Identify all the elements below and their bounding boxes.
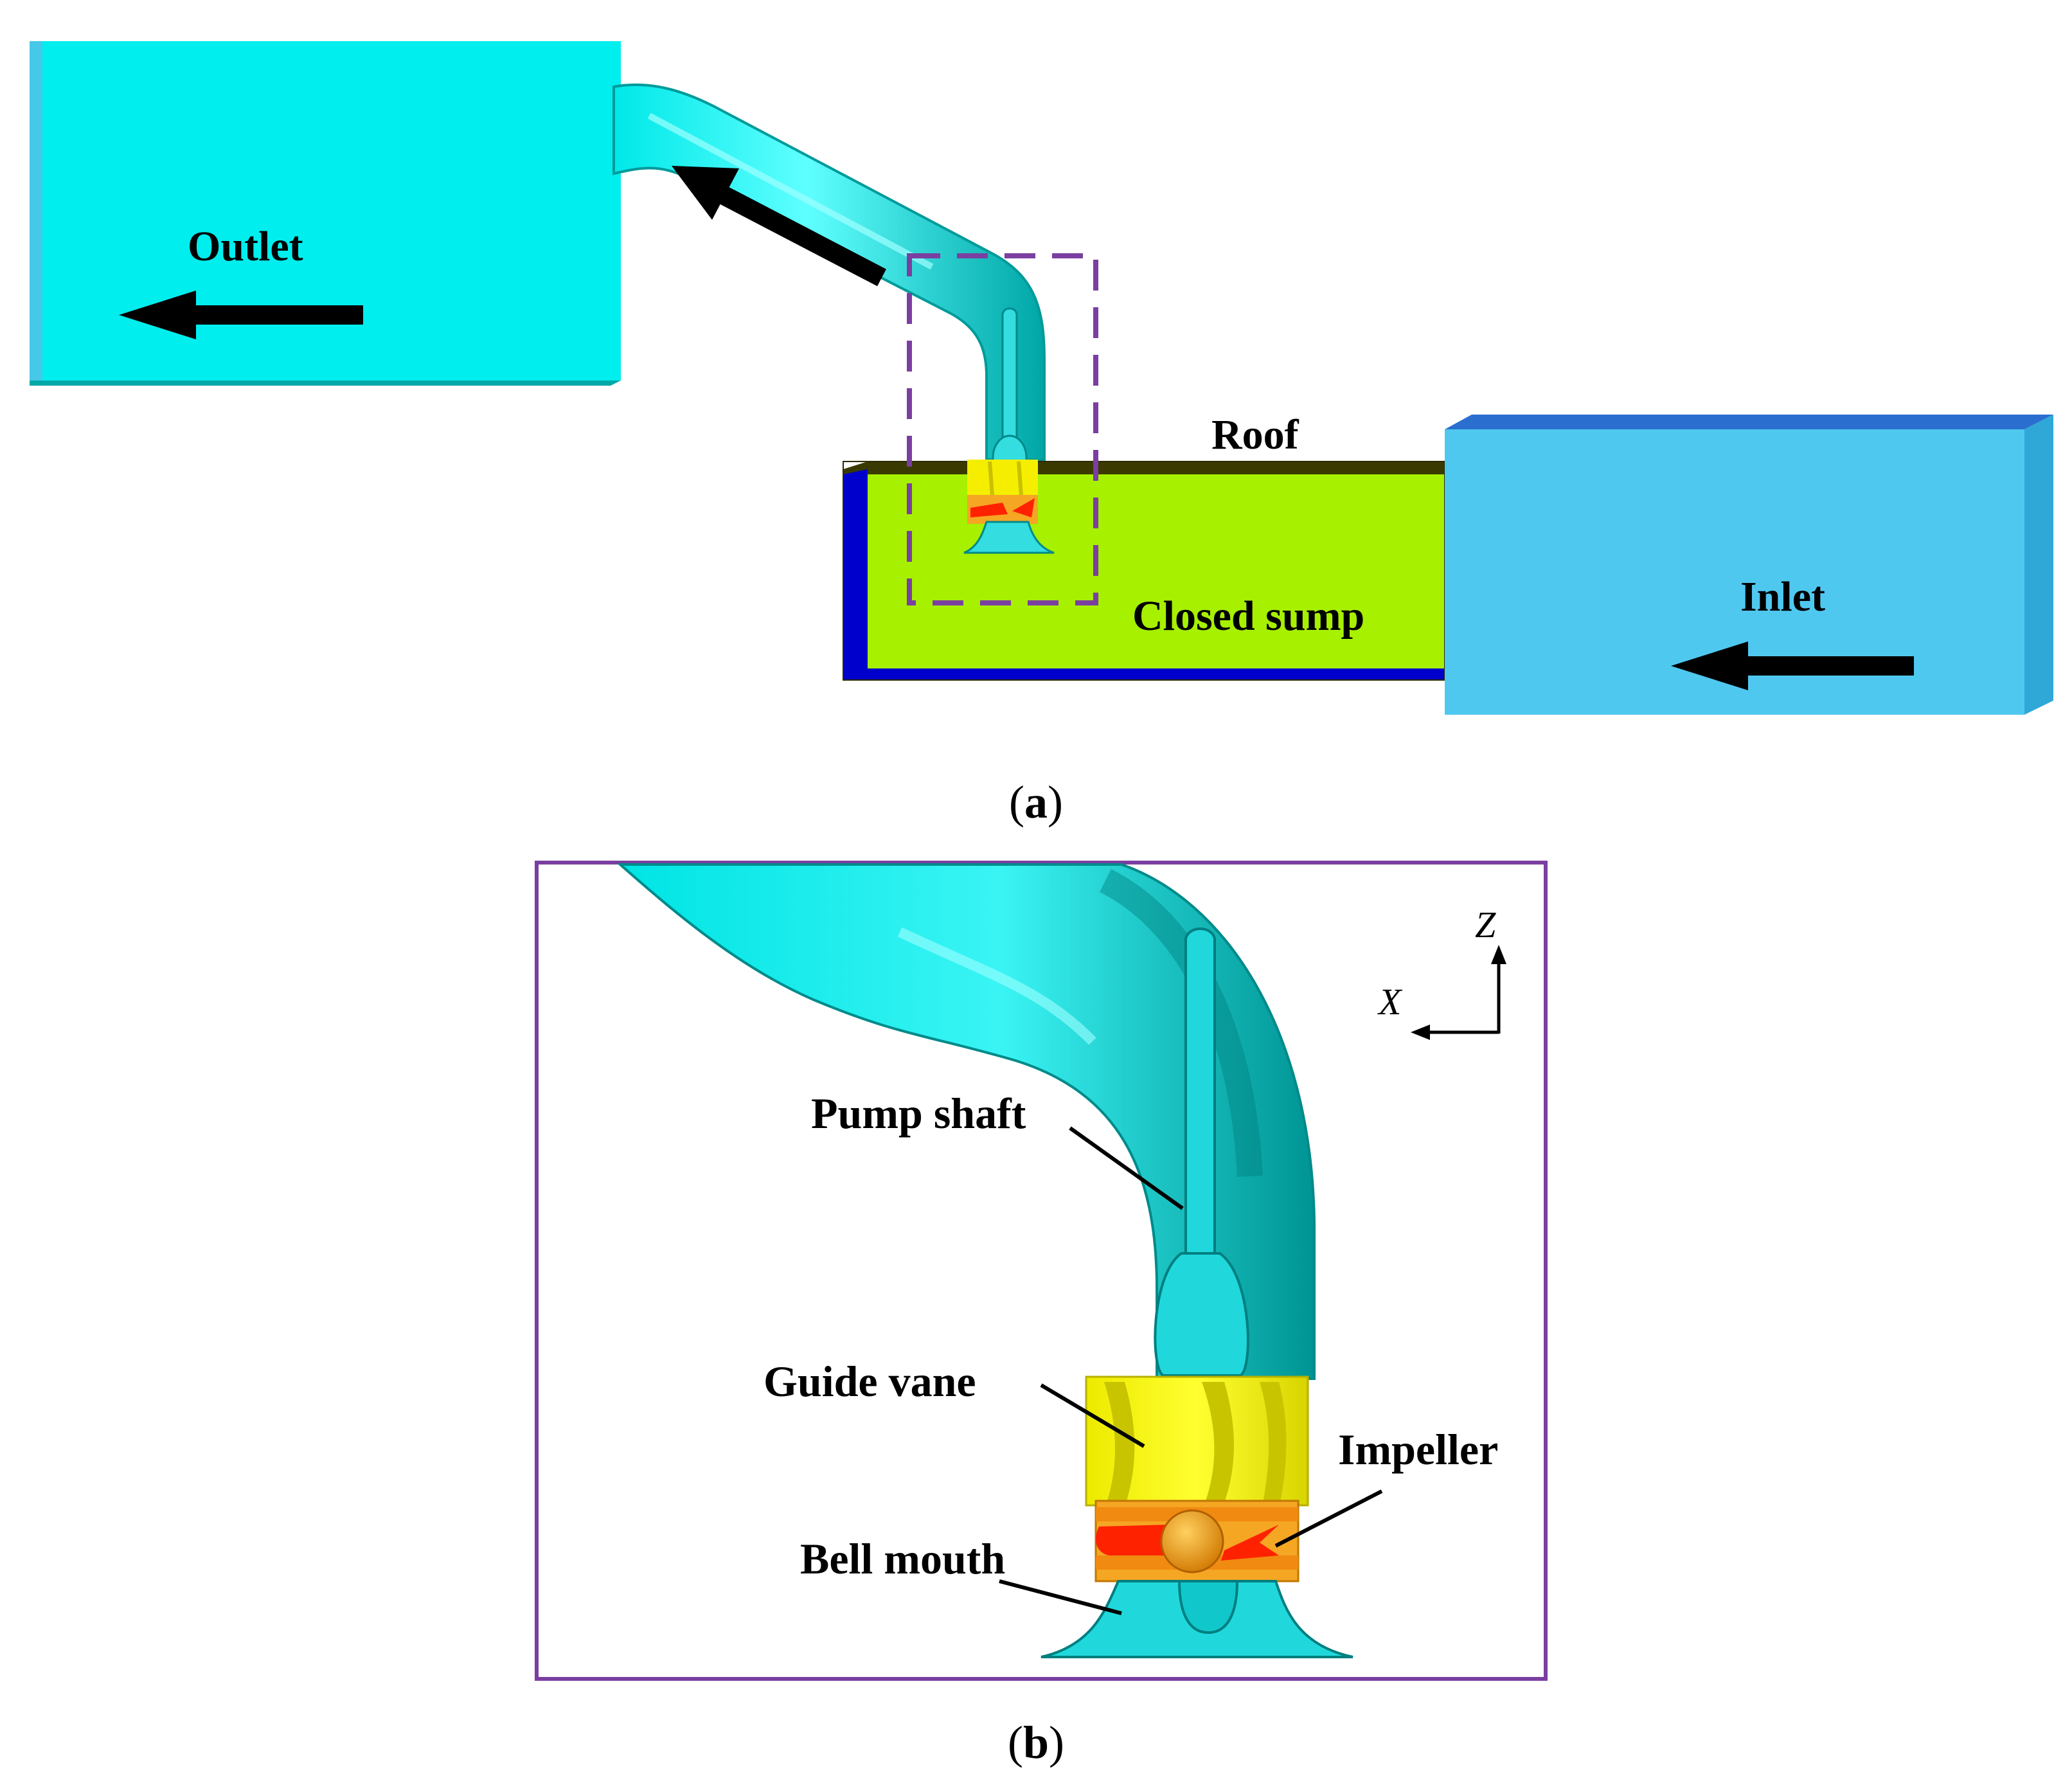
- inlet-box: [1445, 415, 2053, 715]
- pump-shaft-detail: [1154, 927, 1249, 1377]
- panel-b: Pump shaft Guide vane Impeller Bell mout…: [535, 861, 1548, 1768]
- inlet-flow-arrow: [1671, 641, 1914, 690]
- outlet-box: [30, 41, 621, 386]
- pump-assembly-small: [963, 460, 1055, 554]
- bell-mouth-detail: [1040, 1580, 1353, 1658]
- panel-a: Outlet Roof Closed sump Inlet (a): [30, 41, 2053, 828]
- bell-mouth-label: Bell mouth: [800, 1534, 1005, 1583]
- pipe-flow-arrow: [672, 166, 886, 287]
- outlet-flow-arrow: [119, 291, 363, 339]
- outlet-label: Outlet: [188, 223, 303, 270]
- guide-vane-leader: [1040, 1383, 1145, 1448]
- outlet-pipe: [612, 83, 1046, 481]
- bell-mouth-leader: [999, 1579, 1122, 1615]
- detail-selection-frame: [907, 253, 1098, 605]
- impeller-detail: [1094, 1500, 1299, 1582]
- axis-triad: Z X: [1377, 904, 1506, 1040]
- z-axis-label: Z: [1475, 904, 1496, 945]
- x-axis-label: X: [1377, 981, 1403, 1023]
- guide-vane-label: Guide vane: [764, 1357, 976, 1406]
- caption-b: (b): [1008, 1717, 1064, 1768]
- pump-shaft-label: Pump shaft: [811, 1089, 1026, 1138]
- impeller-leader: [1274, 1489, 1383, 1548]
- closed-sump-label: Closed sump: [1132, 593, 1364, 640]
- roof-label: Roof: [1211, 411, 1299, 458]
- guide-vane-detail: [1085, 1375, 1309, 1507]
- inlet-label: Inlet: [1740, 573, 1825, 620]
- closed-sump: [843, 461, 1445, 681]
- impeller-label: Impeller: [1338, 1425, 1498, 1474]
- caption-a: (a): [1009, 776, 1063, 828]
- pump-shaft-leader: [1069, 1126, 1184, 1210]
